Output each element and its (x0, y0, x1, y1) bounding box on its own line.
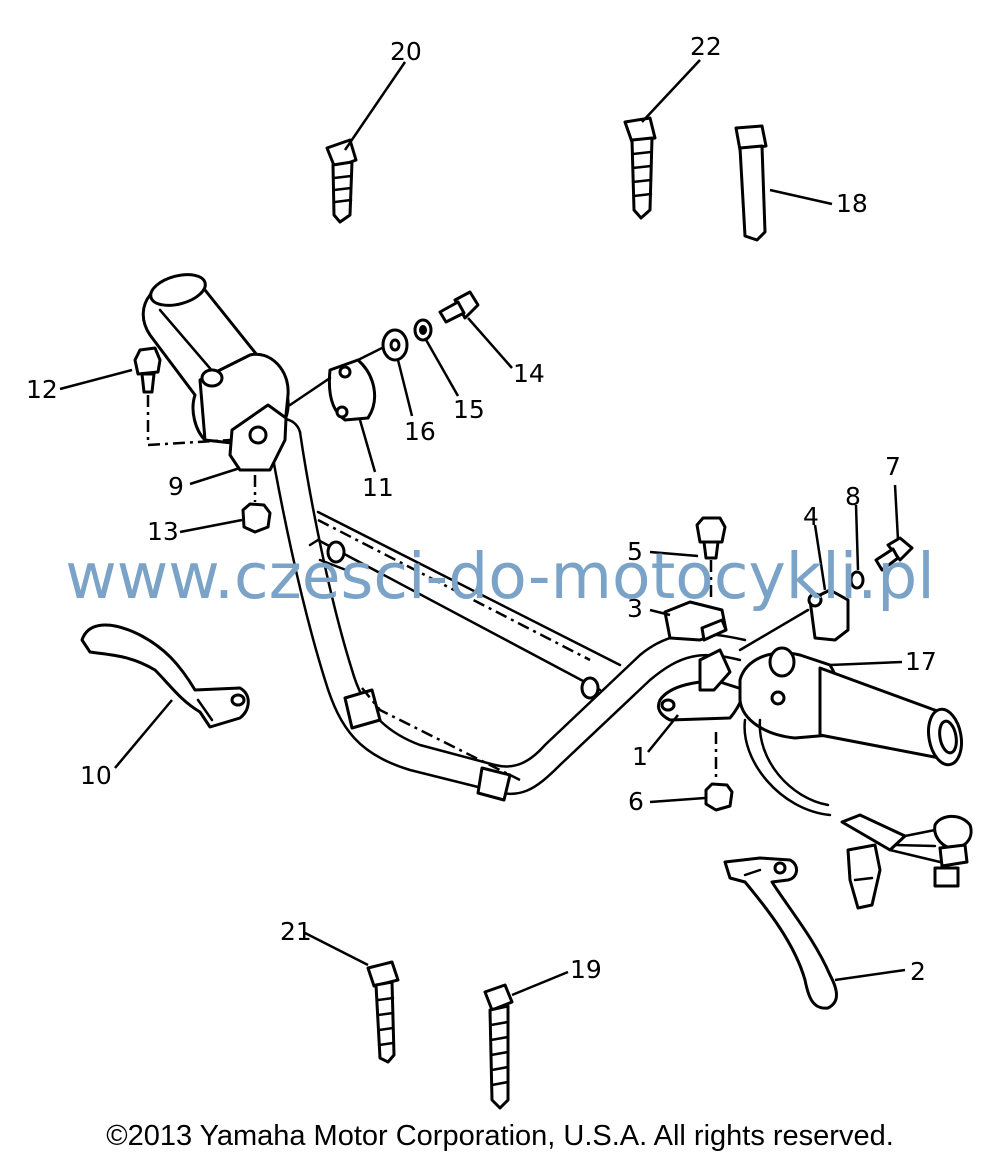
callout-17: 17 (905, 647, 937, 676)
callout-labels: 20 22 18 12 14 15 16 11 9 13 5 4 8 7 3 1… (26, 32, 937, 986)
part-20-screw (325, 138, 358, 224)
part-4-clamp (738, 588, 850, 652)
callout-19: 19 (570, 955, 602, 984)
part-17-switch-and-grip (738, 646, 973, 910)
part-22-screw (623, 116, 657, 220)
part-2-lever (723, 856, 838, 1010)
part-15-spring-washer (413, 318, 433, 342)
part-5-bolt (695, 516, 727, 600)
part-11-clamp (288, 344, 388, 422)
leader-lines (59, 59, 906, 997)
callout-12: 12 (26, 375, 58, 404)
callout-8: 8 (845, 482, 861, 511)
part-3-clamp (663, 600, 728, 642)
part-16-washer (381, 328, 409, 362)
callout-21: 21 (280, 917, 312, 946)
part-13-nut (241, 475, 272, 534)
part-12-bolt (133, 346, 231, 447)
callout-5: 5 (627, 537, 643, 566)
callout-3: 3 (627, 594, 643, 623)
callout-16: 16 (404, 417, 436, 446)
handlebar (266, 417, 747, 802)
callout-9: 9 (168, 472, 184, 501)
part-19-screw (483, 983, 514, 1110)
callout-6: 6 (628, 787, 644, 816)
callout-1: 1 (632, 742, 648, 771)
callout-22: 22 (690, 32, 722, 61)
part-10-lever (80, 623, 250, 729)
part-18-screw (734, 124, 768, 242)
callout-10: 10 (80, 761, 112, 790)
callout-4: 4 (803, 502, 819, 531)
callout-2: 2 (910, 957, 926, 986)
callout-7: 7 (885, 452, 901, 481)
part-1-lever-holder (656, 648, 747, 722)
callout-14: 14 (513, 359, 545, 388)
copyright-notice: ©2013 Yamaha Motor Corporation, U.S.A. A… (106, 1120, 894, 1152)
part-6-nut (704, 732, 734, 812)
callout-13: 13 (147, 517, 179, 546)
callout-11: 11 (362, 473, 394, 502)
left-grip-assembly (141, 273, 290, 472)
callout-15: 15 (453, 395, 485, 424)
callout-20: 20 (390, 37, 422, 66)
watermark-text: www.czesci-do-motocykli.pl (65, 540, 935, 613)
part-8-washer (849, 570, 865, 590)
callout-18: 18 (836, 189, 868, 218)
part-21-screw (366, 960, 400, 1064)
part-7-screw (874, 536, 914, 572)
part-14-bolt (438, 290, 480, 324)
